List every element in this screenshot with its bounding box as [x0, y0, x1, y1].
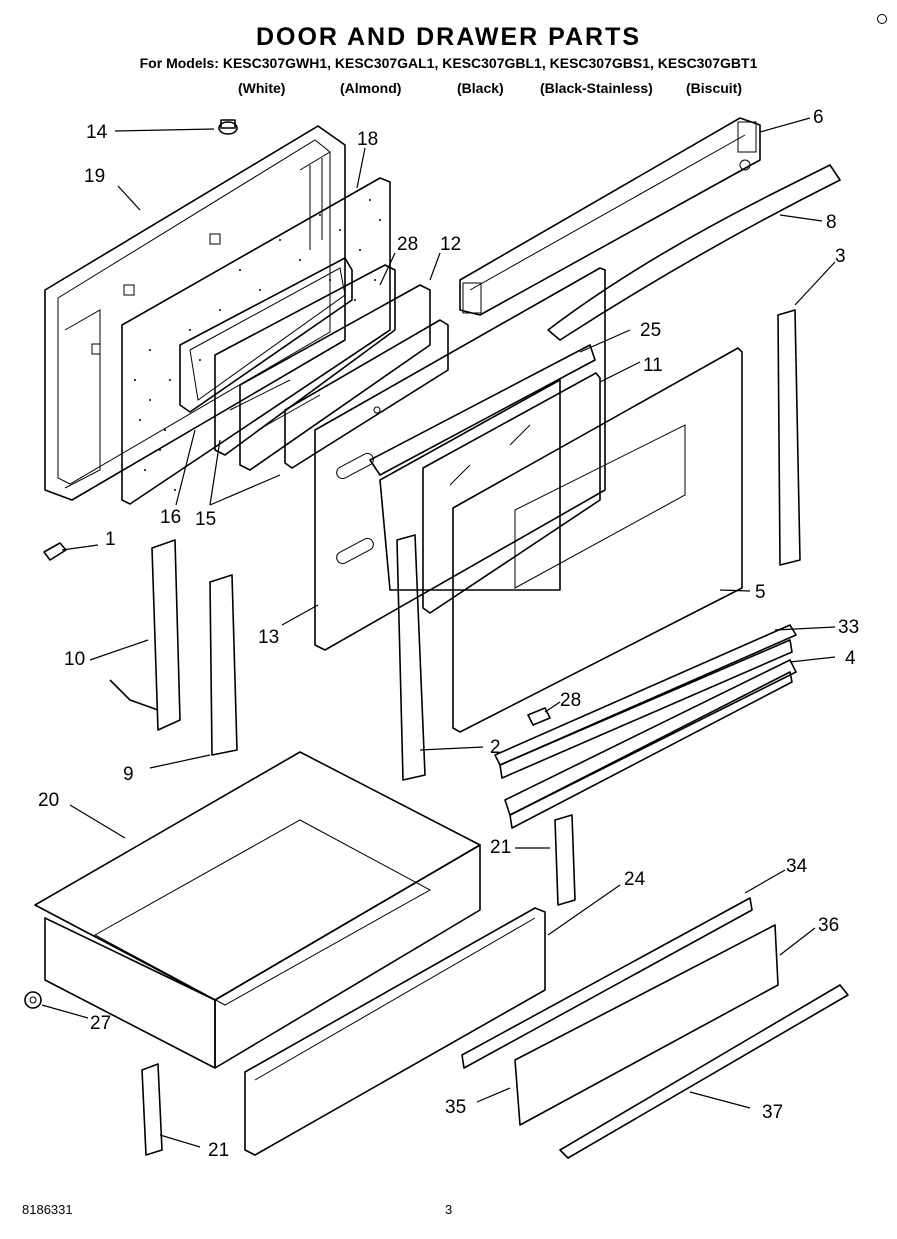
color-black-stainless: (Black-Stainless) [540, 80, 653, 96]
callout-27: 27 [90, 1013, 111, 1034]
part-20-drawer [34, 751, 481, 1069]
part-13-inner-panel [314, 267, 606, 651]
part-1-clip [43, 542, 67, 561]
part-4-rail [504, 659, 797, 829]
color-black: (Black) [457, 80, 504, 96]
callout-37: 37 [762, 1102, 783, 1123]
part-19-door-liner [44, 125, 346, 501]
part-21-lower-bracket [141, 1063, 163, 1156]
page-number: 3 [445, 1202, 453, 1217]
callout-34: 34 [786, 856, 808, 877]
callout-8: 8 [826, 212, 837, 233]
part-9-spacer [209, 574, 238, 756]
part-21-upper-bracket [554, 814, 576, 906]
callout-11: 11 [643, 355, 663, 376]
header: DOOR AND DRAWER PARTS For Models: KESC30… [0, 22, 897, 72]
part-2-channel [396, 534, 426, 781]
callout-1: 1 [105, 529, 116, 550]
hole-punch-mark [877, 14, 887, 24]
callout-5: 5 [755, 582, 766, 603]
part-14-bumper [218, 119, 238, 135]
callout-16: 16 [160, 507, 181, 528]
part-15-inner-glass [214, 264, 449, 471]
color-almond: (Almond) [340, 80, 402, 96]
callout-13: 13 [258, 627, 279, 648]
part-3-side-trim [777, 309, 801, 566]
document-number: 8186331 [22, 1202, 73, 1217]
part-24-drawer-front [244, 907, 546, 1156]
part-33-rail [494, 624, 797, 779]
part-25-bracket [369, 344, 596, 591]
part-11-glass [422, 372, 601, 614]
callout-12: 12 [440, 234, 461, 255]
part-37-trim [559, 984, 849, 1159]
part-5-outer-door [452, 347, 743, 733]
callout-19: 19 [84, 166, 105, 187]
part-16-seal [179, 257, 353, 413]
callout-6: 6 [813, 107, 824, 128]
color-white: (White) [238, 80, 286, 96]
callout-10: 10 [64, 649, 85, 670]
callout-25: 25 [640, 320, 661, 341]
callout-35: 35 [445, 1097, 466, 1118]
color-biscuit: (Biscuit) [686, 80, 742, 96]
models-line: For Models: KESC307GWH1, KESC307GAL1, KE… [139, 55, 758, 71]
callout-4: 4 [845, 648, 856, 669]
callouts: 14 19 18 28 12 6 8 3 25 11 16 15 1 10 13… [38, 107, 859, 1161]
page-title: DOOR AND DRAWER PARTS [255, 23, 642, 51]
callout-36: 36 [818, 915, 839, 936]
callout-18: 18 [357, 129, 378, 150]
callout-14: 14 [86, 122, 108, 143]
callout-15: 15 [195, 509, 216, 530]
part-36-panel [514, 924, 779, 1126]
part-27-knob [24, 991, 42, 1009]
callout-21-lower: 21 [208, 1140, 229, 1161]
callout-20: 20 [38, 790, 59, 811]
callout-2: 2 [490, 737, 501, 758]
leader-lines [41, 117, 836, 1148]
callout-9: 9 [123, 764, 134, 785]
part-34-trim [461, 897, 753, 1069]
callout-21-upper: 21 [490, 837, 511, 858]
callout-28-bottom: 28 [560, 690, 581, 711]
callout-28-top: 28 [397, 234, 418, 255]
part-8-handle [547, 164, 841, 341]
callout-24: 24 [624, 869, 646, 890]
part-6-top-trim [459, 117, 761, 316]
part-18-insulation [121, 177, 391, 505]
color-legend: (White) (Almond) (Black) (Black-Stainles… [0, 80, 897, 98]
part-10-side-bracket [109, 539, 181, 731]
callout-33: 33 [838, 617, 859, 638]
callout-3: 3 [835, 246, 846, 267]
part-28-clip [527, 707, 551, 726]
